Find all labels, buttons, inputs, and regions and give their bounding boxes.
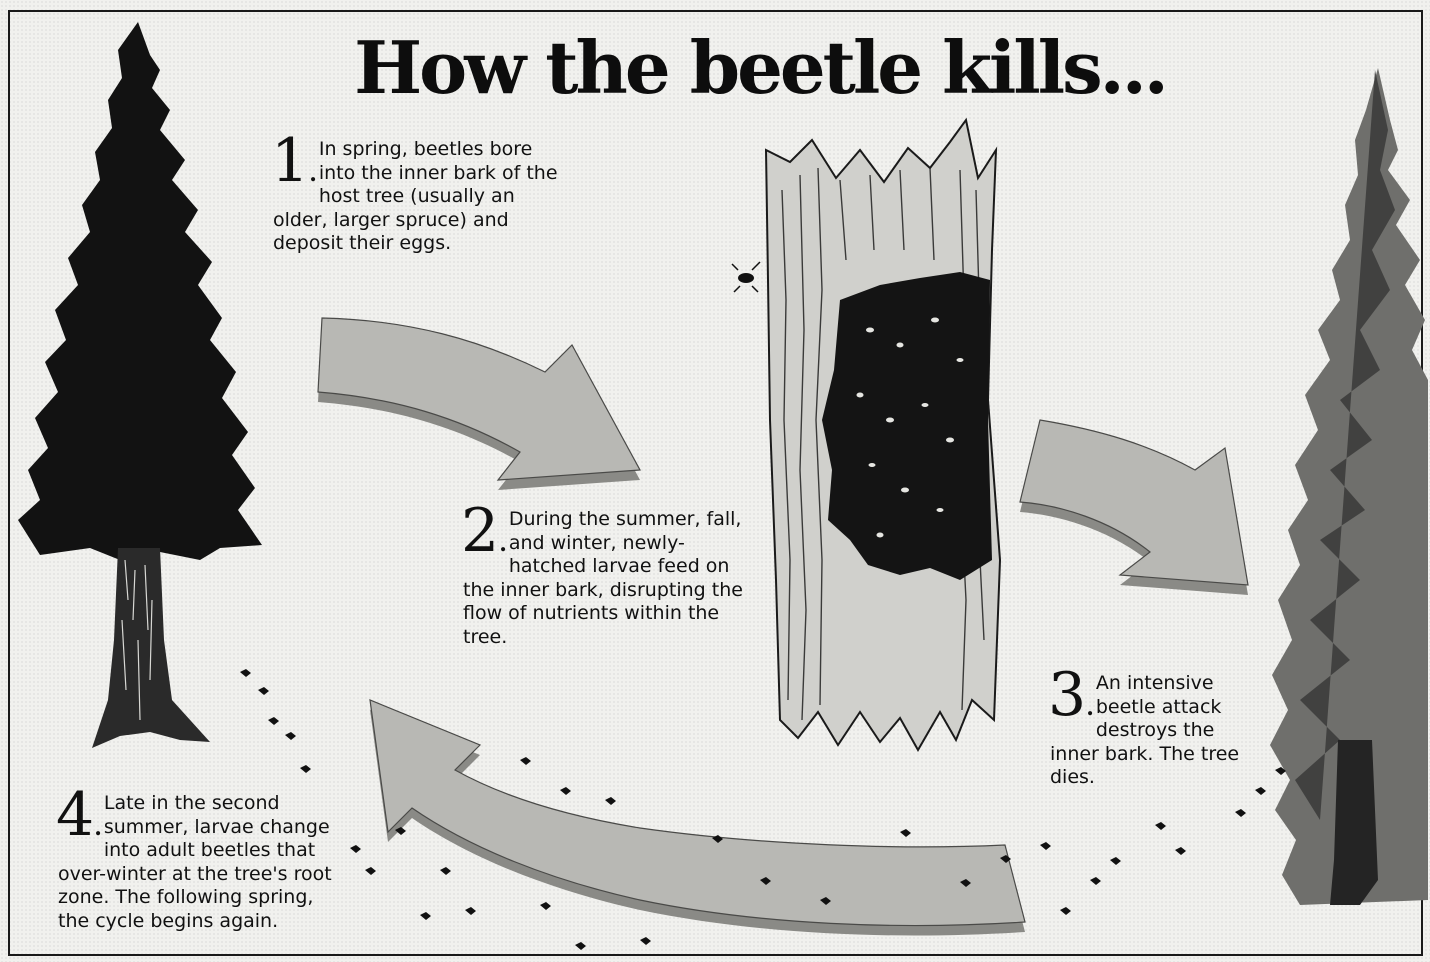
- dying-tree-trunk: [1330, 740, 1378, 905]
- arrow-step1-to-step2: [318, 318, 640, 490]
- step-2-number: 2: [461, 508, 507, 567]
- step-1-number: 1: [271, 138, 317, 197]
- bark-section-illustration: [732, 120, 1000, 750]
- healthy-spruce-tree-illustration: [18, 22, 262, 748]
- step-1-caption: 1In spring, beetles bore into the inner …: [273, 138, 558, 256]
- healthy-tree-canopy: [18, 22, 262, 560]
- arrow-step2-to-step3: [1020, 420, 1248, 595]
- beetle-icon: [732, 262, 760, 292]
- diagram-title: How the beetle kills...: [300, 28, 1220, 108]
- step-3-number: 3: [1048, 672, 1094, 731]
- larval-gallery-damage: [822, 272, 992, 580]
- dying-spruce-tree-illustration: [1270, 68, 1428, 905]
- step-3-caption: 3An intensive beetle attack destroys the…: [1050, 672, 1250, 790]
- step-4-caption: 4Late in the second summer, larvae chang…: [58, 792, 348, 933]
- step-4-number: 4: [56, 792, 102, 851]
- step-2-caption: 2During the summer, fall, and winter, ne…: [463, 508, 748, 649]
